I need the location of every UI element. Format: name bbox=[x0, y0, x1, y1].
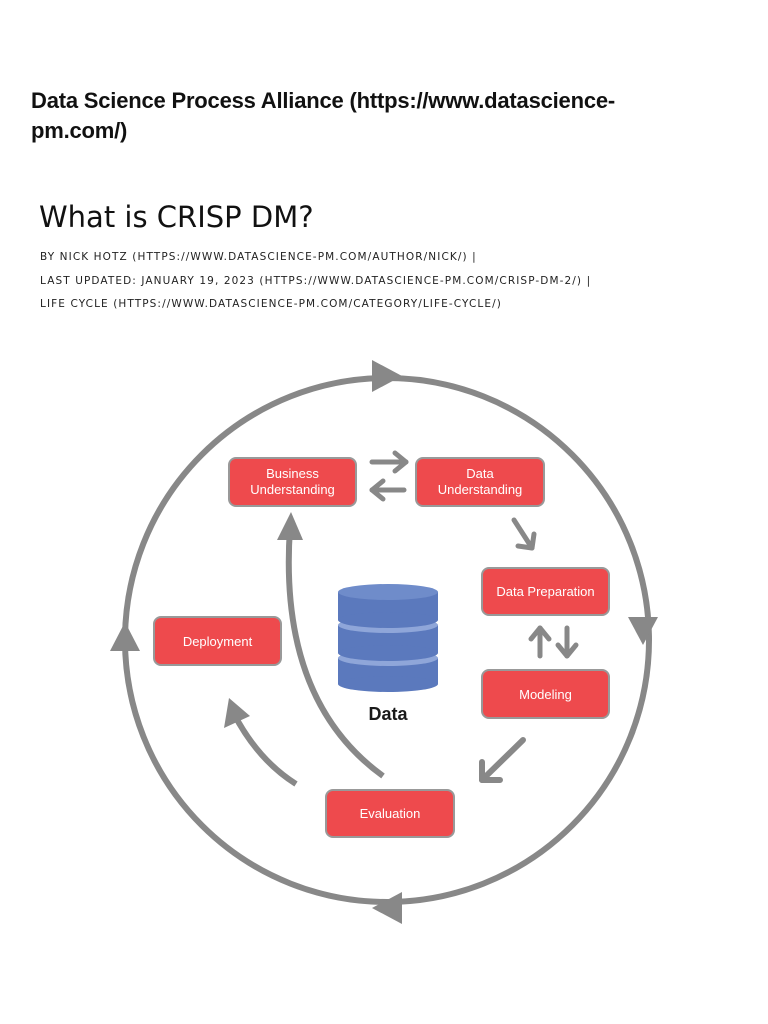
modeling-to-eval-arrow bbox=[479, 737, 526, 783]
outer-arrowhead-top bbox=[372, 360, 402, 392]
phase-modeling: Modeling bbox=[481, 669, 610, 719]
source-attribution: Data Science Process Alliance (https://w… bbox=[31, 88, 616, 143]
data-preparation-label: Data Preparation bbox=[496, 584, 594, 599]
du-to-bu-arrow bbox=[369, 478, 407, 502]
data-understanding-line2: Understanding bbox=[438, 482, 523, 497]
data-understanding-line1: Data bbox=[466, 466, 494, 481]
outer-arrowhead-bottom bbox=[372, 892, 402, 924]
crisp-dm-diagram: Business Understanding Data Understandin… bbox=[0, 330, 768, 950]
author-line: BY NICK HOTZ (HTTPS://WWW.DATASCIENCE-PM… bbox=[40, 251, 477, 263]
article-meta: BY NICK HOTZ (HTTPS://WWW.DATASCIENCE-PM… bbox=[40, 246, 591, 317]
modeling-label: Modeling bbox=[519, 687, 572, 702]
category-line: LIFE CYCLE (HTTPS://WWW.DATASCIENCE-PM.C… bbox=[40, 298, 502, 310]
feedback-arc bbox=[285, 527, 385, 779]
business-line2: Understanding bbox=[250, 482, 335, 497]
phase-data-preparation: Data Preparation bbox=[481, 567, 610, 616]
outer-arrowhead-right bbox=[628, 617, 658, 645]
phase-data-understanding: Data Understanding bbox=[415, 457, 545, 507]
modeling-to-prep-arrow bbox=[528, 625, 552, 659]
eval-deploy-arrowhead bbox=[224, 698, 250, 728]
phase-evaluation: Evaluation bbox=[325, 789, 455, 838]
eval-deploy-arc bbox=[231, 712, 298, 787]
outer-arrowhead-left bbox=[110, 622, 140, 651]
phase-business-understanding: Business Understanding bbox=[228, 457, 357, 507]
phase-deployment: Deployment bbox=[153, 616, 282, 666]
evaluation-label: Evaluation bbox=[360, 806, 421, 821]
database-icon bbox=[338, 584, 438, 692]
bu-to-du-arrow bbox=[369, 450, 409, 474]
data-center-label: Data bbox=[368, 704, 408, 724]
page-title: What is CRISP DM? bbox=[39, 200, 314, 234]
du-to-prep-arrow bbox=[511, 517, 537, 551]
updated-line: LAST UPDATED: JANUARY 19, 2023 (HTTPS://… bbox=[40, 274, 592, 287]
feedback-arrowhead bbox=[277, 512, 303, 540]
deployment-label: Deployment bbox=[183, 634, 253, 649]
prep-to-modeling-arrow bbox=[555, 625, 579, 659]
business-line1: Business bbox=[266, 466, 319, 481]
